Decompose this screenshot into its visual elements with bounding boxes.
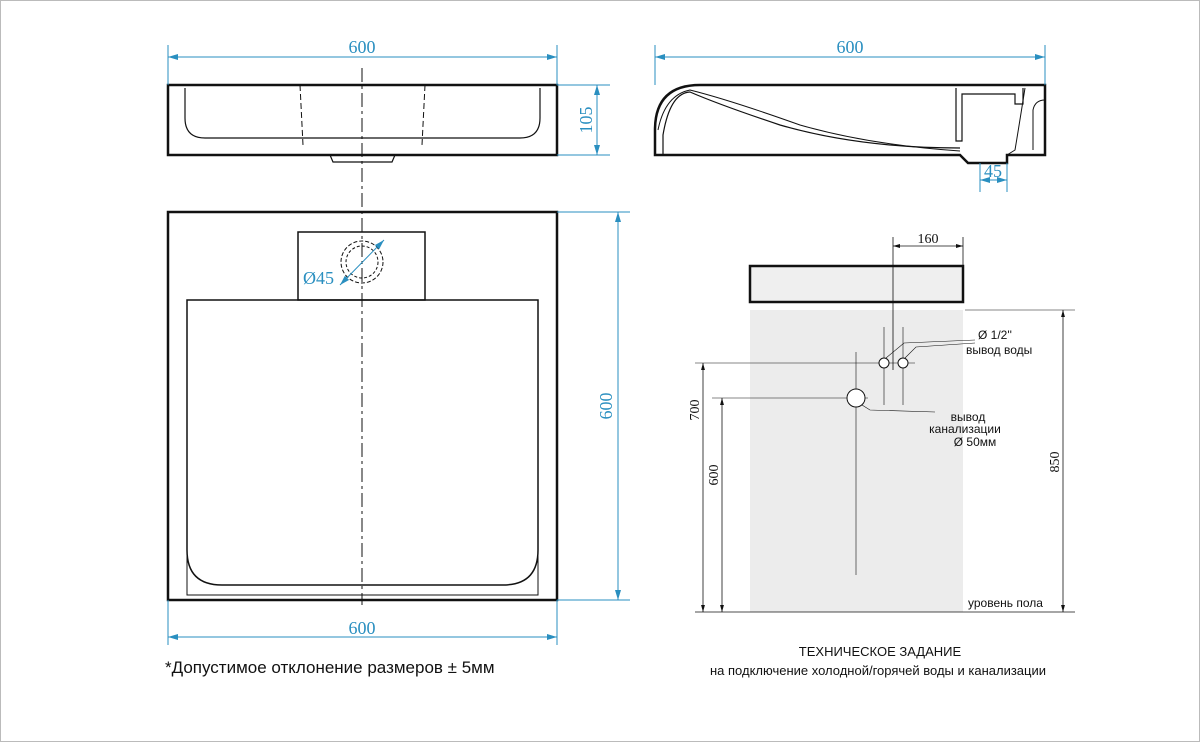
offset-dim-label: 160 <box>918 232 939 247</box>
front-height-label: 105 <box>576 107 596 134</box>
plan-width-label: 600 <box>349 618 376 638</box>
side-width-label: 600 <box>837 37 864 57</box>
basin-height-label: 850 <box>1048 452 1063 473</box>
sewer-height-label: 600 <box>707 465 722 486</box>
water-height-label: 700 <box>688 400 703 421</box>
spec-subtitle: на подключение холодной/горячей воды и к… <box>710 663 1046 678</box>
sewer-size: Ø 50мм <box>954 435 997 449</box>
floor-level-label: уровень пола <box>968 596 1043 610</box>
spec-title: ТЕХНИЧЕСКОЕ ЗАДАНИЕ <box>799 644 962 659</box>
sewer-label-1: вывод <box>951 410 986 424</box>
hole-diameter-label: Ø45 <box>303 268 334 288</box>
front-width-dimension <box>167 45 610 156</box>
water-outlet-label: вывод воды <box>966 343 1032 357</box>
drain-offset-label: 45 <box>984 161 1002 181</box>
front-width-label: 600 <box>349 37 376 57</box>
tolerance-note: *Допустимое отклонение размеров ± 5мм <box>165 658 495 677</box>
side-view <box>653 83 1047 165</box>
side-dimensions <box>654 45 1046 192</box>
installation-scheme <box>695 237 1075 613</box>
plan-depth-label: 600 <box>596 393 616 420</box>
plan-dimensions <box>167 211 630 645</box>
sewer-label-2: канализации <box>929 422 1001 436</box>
front-view <box>166 68 559 605</box>
water-outlet-size: Ø 1/2'' <box>978 328 1012 342</box>
